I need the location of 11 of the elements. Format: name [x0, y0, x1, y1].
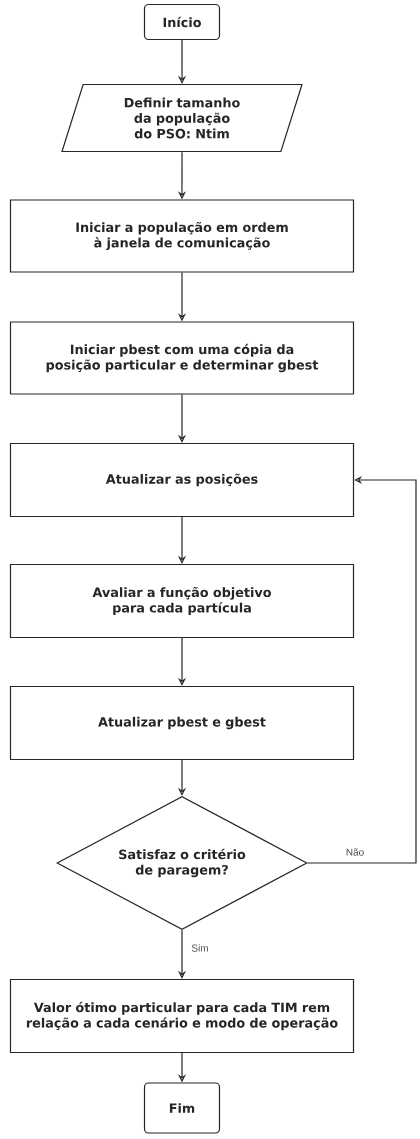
process-box: Atualizar as posições — [9, 442, 355, 518]
edge-label: Sim — [190, 943, 210, 953]
process-box: Avaliar a função objetivo para cada partícula — [9, 563, 355, 639]
input-parallelogram: Definir tamanho da população do PSO: Ntim — [61, 83, 303, 153]
process-box: Iniciar pbest com uma cópia da posição particular e determinar gbest — [9, 321, 355, 395]
process-box: Valor ótimo particular para cada TIM rem relação a cada cenário e modo de operação — [9, 978, 355, 1054]
process-box: Atualizar pbest e gbest — [9, 685, 355, 761]
process-box: Iniciar a população em ordem à janela de comunicação — [9, 199, 355, 273]
edge-label: Não — [344, 847, 366, 857]
terminal-box: Fim — [143, 1082, 221, 1134]
terminal-box: Início — [143, 3, 221, 41]
